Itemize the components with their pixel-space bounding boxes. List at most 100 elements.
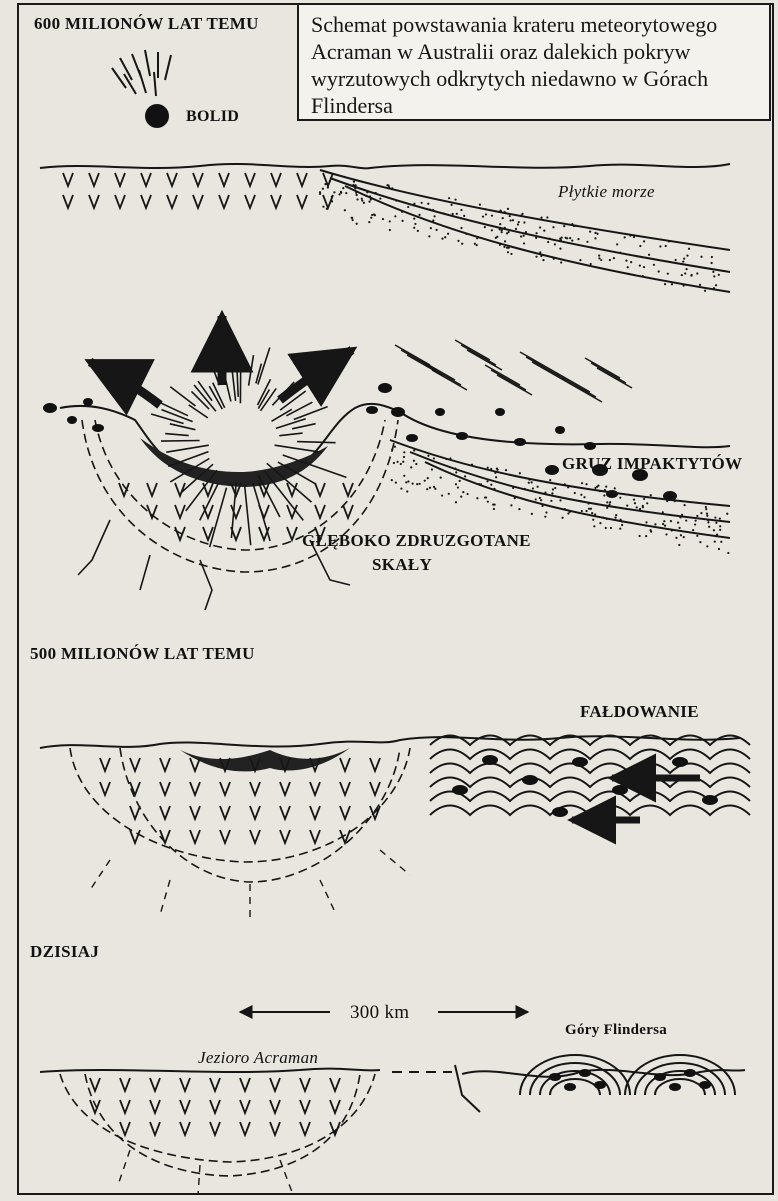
stipple-dot (495, 237, 497, 239)
stipple-dot (493, 488, 495, 490)
stipple-dot (455, 501, 457, 503)
stipple-dot (585, 510, 587, 512)
ejecta-streak (532, 362, 567, 382)
stipple-dot (436, 229, 438, 231)
stipple-dot (535, 232, 537, 234)
rock-v-mark (280, 830, 290, 843)
stipple-dot (429, 209, 431, 211)
stipple-dot (455, 483, 457, 485)
stipple-dot (603, 494, 605, 496)
rock-v-mark (240, 1100, 250, 1113)
stipple-dot (499, 228, 501, 230)
stipple-dot (559, 499, 561, 501)
stipple-dot (700, 256, 702, 258)
rock-v-mark (330, 1078, 340, 1091)
stipple-dot (589, 231, 591, 233)
stipple-dot (539, 226, 541, 228)
debris-blob (514, 438, 526, 446)
stipple-dot (619, 528, 621, 530)
stipple-dot (518, 221, 520, 223)
stipple-dot (406, 490, 408, 492)
rock-v-mark (120, 1100, 130, 1113)
stipple-dot (421, 202, 423, 204)
rock-v-mark (167, 195, 177, 208)
stipple-dot (424, 480, 426, 482)
stipple-dot (373, 213, 375, 215)
rock-v-mark (220, 806, 230, 819)
stipple-dot (520, 235, 522, 237)
stipple-dot (696, 515, 698, 517)
stipple-dot (606, 501, 608, 503)
debris-blob (495, 408, 505, 416)
stipple-dot (633, 236, 635, 238)
stipple-dot (547, 241, 549, 243)
stipple-dot (413, 460, 415, 462)
stipple-dot (695, 520, 697, 522)
stipple-dot (460, 209, 462, 211)
debris-label: GRUZ IMPAKTYTÓW (562, 454, 742, 474)
stipple-dot (474, 243, 476, 245)
stipple-dot (654, 523, 656, 525)
stipple-dot (598, 254, 600, 256)
stipple-dot (405, 481, 407, 483)
stipple-dot (413, 203, 415, 205)
stipple-dot (456, 213, 458, 215)
stipple-dot (706, 545, 708, 547)
stipple-dot (387, 184, 389, 186)
stipple-dot (705, 508, 707, 510)
stipple-dot (445, 458, 447, 460)
impact-ray (170, 424, 196, 430)
stipple-dot (494, 472, 496, 474)
stipple-dot (667, 273, 669, 275)
stipple-dot (412, 483, 414, 485)
stipple-dot (580, 494, 582, 496)
stipple-dot (711, 262, 713, 264)
stipple-dot (581, 482, 583, 484)
stipple-dot (610, 527, 612, 529)
debris-blob (555, 426, 565, 434)
stipple-dot (624, 236, 626, 238)
stipple-dot (596, 233, 598, 235)
rock-v-mark (210, 1122, 220, 1135)
stipple-dot (577, 238, 579, 240)
fold-layer (430, 806, 750, 816)
stipple-dot (510, 504, 512, 506)
stipple-dot (559, 248, 561, 250)
ejecta-streak (567, 382, 602, 402)
fold-layer (430, 764, 750, 774)
stipple-dot (554, 487, 556, 489)
impact-ray (249, 355, 254, 386)
shallow-sea-label: Płytkie morze (558, 182, 655, 202)
rock-v-mark (240, 1122, 250, 1135)
stipple-dot (708, 526, 710, 528)
stipple-dot (686, 255, 688, 257)
fold-layer (430, 750, 750, 760)
rock-v-mark (150, 1100, 160, 1113)
stipple-dot (594, 237, 596, 239)
fold-layer (430, 792, 750, 802)
stipple-dot (627, 266, 629, 268)
stipple-dot (614, 487, 616, 489)
rock-v-mark (160, 782, 170, 795)
stipple-dot (344, 209, 346, 211)
stipple-dot (678, 544, 680, 546)
rock-v-mark (100, 758, 110, 771)
stipple-dot (427, 455, 429, 457)
debris-blob (584, 442, 596, 450)
stipple-dot (366, 191, 368, 193)
anticline-debris (699, 1081, 711, 1089)
stipple-dot (342, 187, 344, 189)
stipple-dot (503, 246, 505, 248)
stipple-dot (504, 227, 506, 229)
rock-v-mark (100, 782, 110, 795)
rock-v-mark (120, 1122, 130, 1135)
stipple-dot (432, 209, 434, 211)
rock-v-mark (250, 830, 260, 843)
stipple-dot (620, 519, 622, 521)
stipple-dot (696, 272, 698, 274)
stipple-dot (639, 245, 641, 247)
rock-v-mark (190, 758, 200, 771)
rock-v-mark (271, 173, 281, 186)
rock-v-mark (300, 1078, 310, 1091)
stipple-dot (539, 251, 541, 253)
